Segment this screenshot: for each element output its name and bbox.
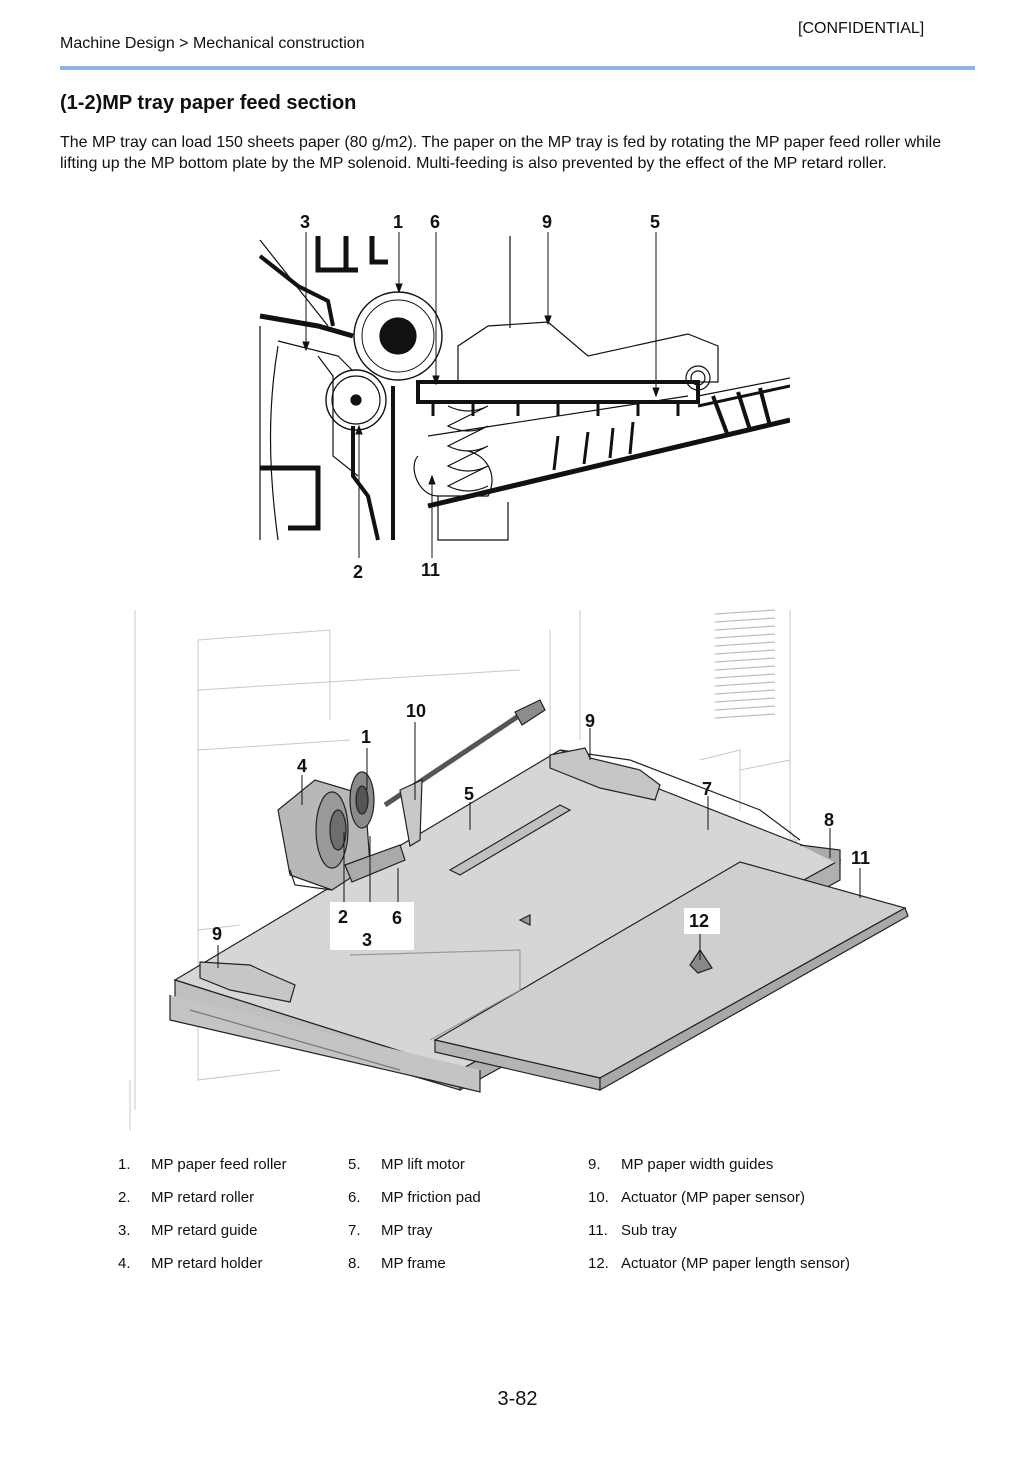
callout-1: 1 [393, 212, 403, 232]
legend-number: 5. [348, 1156, 361, 1173]
legend-label: MP retard holder [151, 1255, 263, 1272]
header-rule [60, 66, 975, 70]
cross-section-figure: 3 1 6 9 5 2 11 [258, 212, 790, 582]
tray-perspective-figure: 10 1 9 4 5 7 8 11 2 6 3 9 12 [129, 609, 909, 1130]
callout-4: 4 [297, 756, 307, 776]
mp-tray-shape [169, 699, 909, 1093]
callout-11: 11 [851, 848, 870, 868]
cross-section-drawing [258, 236, 790, 541]
callout-6: 6 [392, 908, 402, 928]
legend-number: 6. [348, 1189, 361, 1206]
legend-label: MP retard guide [151, 1222, 258, 1239]
callout-9-top: 9 [585, 711, 595, 731]
legend-label: MP frame [381, 1255, 446, 1272]
legend-label: MP tray [381, 1222, 433, 1239]
callout-9: 9 [542, 212, 552, 232]
callout-5: 5 [464, 784, 474, 804]
legend-label: Actuator (MP paper length sensor) [621, 1255, 851, 1272]
callout-8: 8 [824, 810, 834, 830]
legend-label: MP paper feed roller [151, 1156, 287, 1173]
callout-1: 1 [361, 727, 371, 747]
legend-number: 4. [118, 1255, 131, 1272]
callout-7: 7 [702, 779, 712, 799]
callout-5: 5 [650, 212, 660, 232]
legend-number: 1. [118, 1156, 131, 1173]
vent-grille [714, 609, 776, 719]
legend-number: 3. [118, 1222, 131, 1239]
legend-label: MP friction pad [381, 1189, 481, 1206]
legend-number: 11. [588, 1222, 608, 1239]
legend-label: MP paper width guides [621, 1156, 774, 1173]
legend-label: Actuator (MP paper sensor) [621, 1189, 805, 1206]
legend-number: 2. [118, 1189, 131, 1206]
legend-label: MP lift motor [381, 1156, 465, 1173]
callout-10: 10 [406, 701, 426, 721]
callout-11: 11 [421, 560, 440, 580]
callout-12: 12 [689, 911, 709, 931]
callout-3: 3 [300, 212, 310, 232]
legend-number: 8. [348, 1255, 361, 1272]
tray-callouts: 10 1 9 4 5 7 8 11 2 6 3 9 12 [212, 700, 870, 950]
legend-number: 10. [588, 1189, 609, 1206]
legend-number: 12. [588, 1255, 609, 1272]
legend-label: MP retard roller [151, 1189, 255, 1206]
cross-section-leaders [302, 232, 660, 558]
cross-section-callouts: 3 1 6 9 5 2 11 [300, 212, 660, 582]
callout-3: 3 [362, 930, 372, 950]
legend-number: 9. [588, 1156, 601, 1173]
callout-2: 2 [353, 562, 363, 582]
intro-paragraph: The MP tray can load 150 sheets paper (8… [60, 134, 942, 172]
page-number: 3-82 [497, 1388, 538, 1410]
legend-number: 7. [348, 1222, 361, 1239]
legend-label: Sub tray [621, 1222, 677, 1239]
confidential-label: [CONFIDENTIAL] [798, 20, 925, 37]
callout-9-bottom: 9 [212, 924, 222, 944]
section-title: (1-2)MP tray paper feed section [60, 92, 357, 114]
breadcrumb: Machine Design > Mechanical construction [60, 35, 365, 52]
callout-6: 6 [430, 212, 440, 232]
callout-2: 2 [338, 907, 348, 927]
